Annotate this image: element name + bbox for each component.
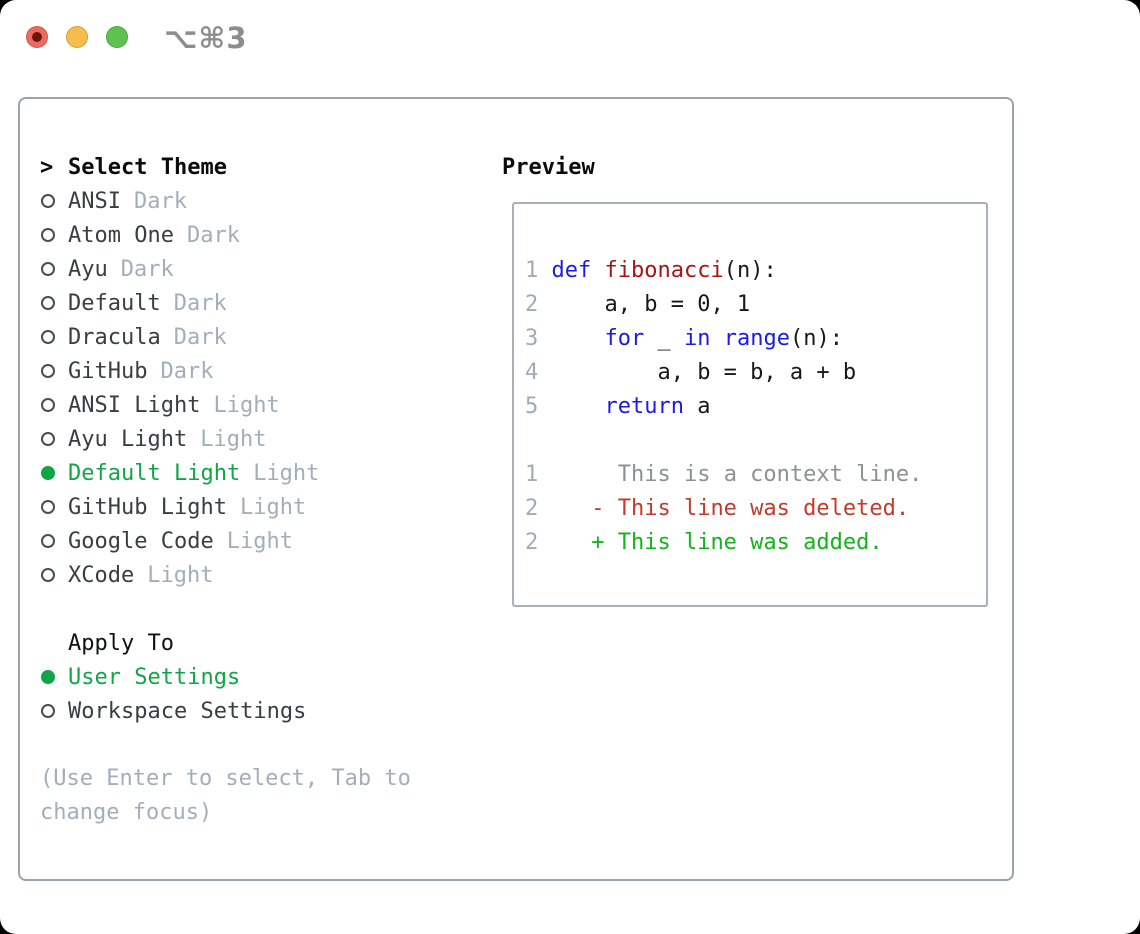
theme-option-label: Ayu — [68, 256, 108, 282]
theme-variant-tag: Light — [213, 392, 280, 418]
theme-option-label: Default Light — [68, 460, 241, 486]
preview-code-box: 1 def fibonacci(n): 2 a, b = 0, 1 3 for _ … — [512, 202, 988, 607]
theme-option-label: GitHub Light — [68, 494, 227, 520]
radio-icon — [41, 330, 55, 344]
theme-option-label: GitHub — [68, 358, 148, 384]
theme-option[interactable]: Ayu Light Light — [40, 422, 319, 456]
theme-option[interactable]: Google Code Light — [40, 524, 319, 558]
radio-icon — [41, 670, 55, 684]
theme-option-label: ANSI Light — [68, 392, 201, 418]
radio-icon — [41, 296, 55, 310]
close-button[interactable] — [26, 26, 48, 48]
theme-option-label: XCode — [68, 562, 135, 588]
radio-icon — [41, 228, 55, 242]
radio-icon — [41, 262, 55, 276]
radio-icon — [41, 500, 55, 514]
code-line: 4 a, b = b, a + b — [525, 360, 857, 385]
theme-option[interactable]: ANSI Dark — [40, 184, 319, 218]
theme-option[interactable]: ANSI Light Light — [40, 388, 319, 422]
code-line: 1 This is a context line. — [525, 462, 923, 487]
theme-option-label: ANSI — [68, 188, 121, 214]
close-dot-icon — [32, 32, 42, 42]
theme-variant-tag: Light — [239, 494, 307, 520]
theme-variant-tag: Dark — [186, 222, 240, 248]
apply-to-option[interactable]: Workspace Settings — [40, 694, 306, 728]
theme-option[interactable]: Atom One Dark — [40, 218, 319, 252]
theme-list: > Select Theme ANSI Dark Atom One Dark A… — [40, 150, 319, 592]
zoom-button[interactable] — [106, 26, 128, 48]
theme-list-heading: Select Theme — [68, 154, 227, 180]
radio-icon — [41, 568, 55, 582]
code-line: 1 def fibonacci(n): — [525, 258, 777, 283]
code-line — [525, 424, 986, 458]
apply-to-heading: Apply To — [68, 630, 174, 656]
theme-option[interactable]: Default Dark — [40, 286, 319, 320]
apply-to-option[interactable]: User Settings — [40, 660, 306, 694]
theme-option[interactable]: Dracula Dark — [40, 320, 319, 354]
apply-to-option-label: Workspace Settings — [68, 698, 307, 724]
theme-option-label: Ayu Light — [68, 426, 188, 452]
theme-option-label: Atom One — [68, 222, 174, 248]
theme-option[interactable]: XCode Light — [40, 558, 319, 592]
theme-variant-tag: Dark — [120, 256, 174, 282]
code-line: 5 return a — [525, 394, 711, 419]
radio-icon — [41, 194, 55, 208]
theme-variant-tag: Light — [200, 426, 267, 452]
theme-list-heading-row: > Select Theme — [40, 150, 319, 184]
theme-variant-tag: Dark — [160, 358, 214, 384]
radio-icon — [41, 432, 55, 446]
keyboard-hint: (Use Enter to select, Tab to change focu… — [40, 766, 411, 825]
radio-icon — [41, 704, 55, 718]
theme-option[interactable]: GitHub Dark — [40, 354, 319, 388]
code-line: 2 - This line was deleted. — [525, 496, 910, 521]
radio-icon — [41, 466, 55, 480]
theme-option[interactable]: GitHub Light Light — [40, 490, 319, 524]
code-line: 2 a, b = 0, 1 — [525, 292, 751, 317]
theme-variant-tag: Light — [253, 460, 320, 486]
theme-picker-panel: > Select Theme ANSI Dark Atom One Dark A… — [18, 97, 1014, 881]
code-line: 2 + This line was added. — [525, 530, 883, 555]
theme-variant-tag: Dark — [173, 324, 227, 350]
apply-to-heading-row: Apply To — [40, 626, 306, 660]
theme-option-label: Google Code — [68, 528, 214, 554]
radio-icon — [41, 364, 55, 378]
theme-option-label: Default — [68, 290, 161, 316]
code-line: 3 for _ in range(n): — [525, 326, 843, 351]
apply-to-list: Apply To User Settings Workspace Setting… — [40, 626, 306, 728]
window-shortcut-label: ⌥⌘3 — [164, 21, 248, 55]
theme-option[interactable]: Default Light Light — [40, 456, 319, 490]
theme-options: ANSI Dark Atom One Dark Ayu Dark Default… — [40, 184, 319, 592]
apply-to-options: User Settings Workspace Settings — [40, 660, 306, 728]
theme-variant-tag: Light — [226, 528, 293, 554]
apply-to-option-label: User Settings — [68, 664, 241, 690]
theme-variant-tag: Light — [147, 562, 214, 588]
preview-heading: Preview — [502, 154, 595, 180]
theme-option-label: Dracula — [68, 324, 161, 350]
theme-variant-tag: Dark — [133, 188, 187, 214]
theme-variant-tag: Dark — [173, 290, 227, 316]
minimize-button[interactable] — [66, 26, 88, 48]
theme-option[interactable]: Ayu Dark — [40, 252, 319, 286]
radio-icon — [41, 398, 55, 412]
radio-icon — [41, 534, 55, 548]
focus-caret-icon: > — [40, 154, 54, 180]
title-bar: ⌥⌘3 — [0, 0, 1140, 76]
